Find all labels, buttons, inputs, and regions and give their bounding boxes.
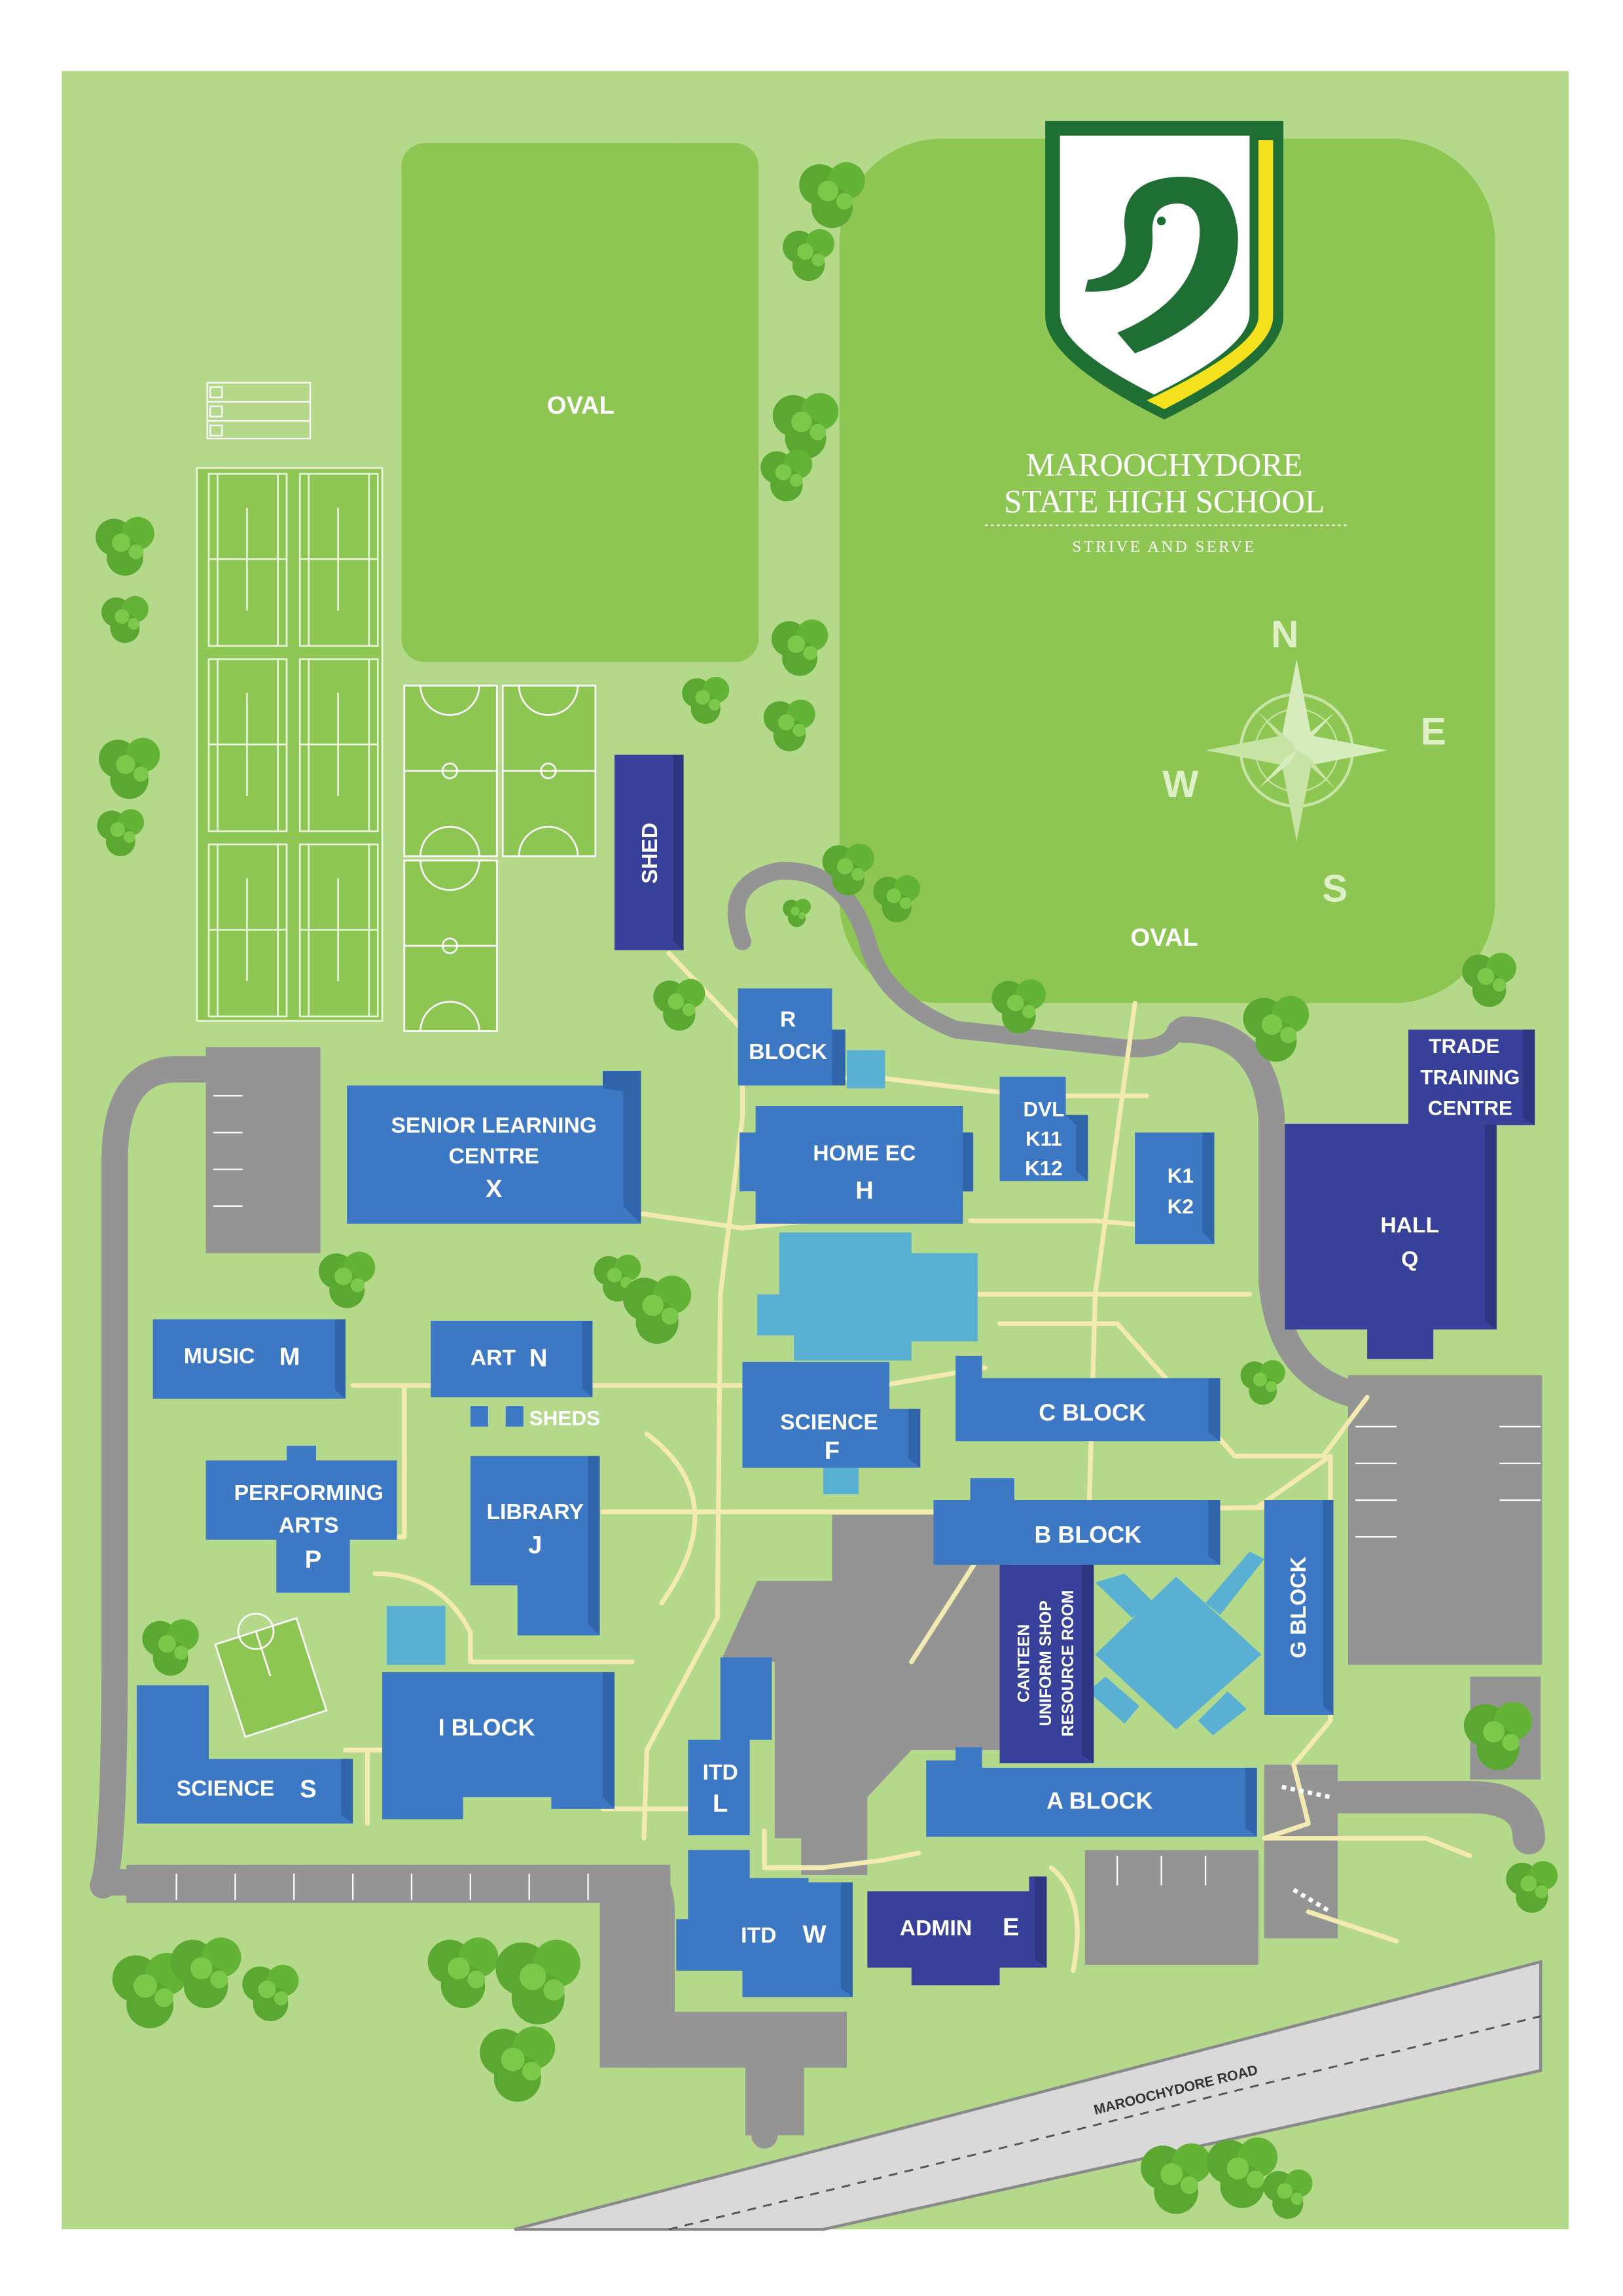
- c-block: [955, 1355, 1221, 1442]
- basketball-court: [214, 1613, 328, 1738]
- north-oval: [401, 143, 759, 662]
- performing-arts-label-3: P: [305, 1545, 321, 1573]
- art: [431, 1320, 593, 1397]
- school-crest: [1045, 120, 1284, 420]
- k1-k2: [1135, 1132, 1215, 1245]
- slc-label-3: X: [486, 1175, 503, 1203]
- art-letter: N: [529, 1344, 548, 1372]
- performing-arts-label-2: ARTS: [279, 1513, 339, 1537]
- g-block: [1264, 1500, 1334, 1715]
- dark-buildings: [614, 755, 1535, 1986]
- itd-w-label: ITD: [741, 1924, 776, 1948]
- compass-rose-icon: [1205, 659, 1388, 842]
- courtyards: [386, 1050, 1264, 1806]
- science-f: [742, 1361, 921, 1468]
- c-block-label: C BLOCK: [1039, 1399, 1146, 1426]
- dvl-label-1: DVL: [1023, 1098, 1064, 1121]
- buildings: [136, 988, 1334, 1998]
- crosswalks: [1281, 1784, 1332, 1914]
- itd-w: [676, 1850, 853, 1998]
- parking-lines: [175, 1095, 1541, 1901]
- home-ec-label-2: H: [855, 1177, 874, 1205]
- shed-label: SHED: [638, 823, 662, 884]
- dvl-k11-k12: [999, 1077, 1088, 1181]
- canteen-label-3: RESOURCE ROOM: [1060, 1590, 1077, 1736]
- school-name-line1: MAROOCHYDORE: [1026, 446, 1303, 482]
- b-block: [933, 1478, 1221, 1565]
- itd-l-label-2: L: [713, 1789, 728, 1818]
- dvl-label-3: K12: [1025, 1157, 1063, 1180]
- long-jump-lanes: [206, 382, 312, 440]
- admin-label: ADMIN: [900, 1916, 972, 1941]
- library-label-2: J: [528, 1531, 542, 1559]
- science-f-label-1: SCIENCE: [780, 1410, 878, 1435]
- science-s-label: SCIENCE: [177, 1777, 275, 1801]
- performing-arts: [205, 1445, 397, 1593]
- home-ec: [739, 1105, 974, 1224]
- a-block-label: A BLOCK: [1046, 1787, 1152, 1814]
- swan-icon: [1084, 177, 1238, 353]
- hall-label-2: Q: [1401, 1247, 1418, 1272]
- a-block: [926, 1747, 1257, 1837]
- shed-building: [614, 755, 684, 950]
- canteen-building: [999, 1564, 1094, 1764]
- itd-w-letter: W: [803, 1920, 827, 1948]
- shed-small-1: [470, 1406, 488, 1427]
- slc-label-2: CENTRE: [449, 1145, 540, 1169]
- compass-n: N: [1271, 613, 1298, 656]
- trade-label-3: CENTRE: [1428, 1096, 1512, 1119]
- building-labels: SHED R BLOCK SENIOR LEARNING CENTRE X HO…: [177, 823, 1520, 1948]
- school-motto: STRIVE AND SERVE: [1073, 538, 1257, 556]
- admin-building: [867, 1876, 1047, 1986]
- home-ec-label-1: HOME EC: [813, 1141, 916, 1166]
- north-oval-label: OVAL: [547, 391, 615, 420]
- parking-areas: [126, 1047, 1543, 2136]
- senior-learning-centre: [347, 1071, 641, 1224]
- i-block: [382, 1672, 615, 1820]
- hall-label-1: HALL: [1380, 1213, 1439, 1238]
- k-label-1: K1: [1168, 1164, 1194, 1187]
- science-s-letter: S: [300, 1775, 316, 1803]
- dvl-label-2: K11: [1026, 1128, 1062, 1151]
- compass-e: E: [1421, 710, 1446, 753]
- building-shading: [335, 1030, 1334, 1998]
- canteen-label-1: CANTEEN: [1015, 1624, 1033, 1702]
- science-s: [136, 1685, 353, 1824]
- compass-w: W: [1162, 763, 1199, 806]
- east-oval-label: OVAL: [1131, 924, 1198, 952]
- trade-label-2: TRAINING: [1420, 1066, 1520, 1088]
- music-letter: M: [279, 1342, 300, 1371]
- r-block-label-2: BLOCK: [749, 1040, 827, 1064]
- netball-courts: [397, 678, 597, 1037]
- dark-building-shading: [673, 755, 1535, 1968]
- slc-label-1: SENIOR LEARNING: [391, 1113, 597, 1138]
- science-f-label-2: F: [825, 1437, 840, 1465]
- canteen-label-2: UNIFORM SHOP: [1037, 1600, 1055, 1726]
- k-label-2: K2: [1168, 1195, 1194, 1218]
- shed-small-2: [505, 1406, 524, 1427]
- r-block-label-1: R: [780, 1008, 796, 1032]
- trade-label-1: TRADE: [1429, 1035, 1499, 1058]
- compass-s: S: [1322, 868, 1347, 910]
- school-name-line2: STATE HIGH SCHOOL: [1004, 483, 1325, 519]
- tennis-courts: [196, 467, 383, 1022]
- library-label-1: LIBRARY: [486, 1500, 583, 1524]
- i-block-label: I BLOCK: [438, 1713, 535, 1740]
- b-block-label: B BLOCK: [1034, 1521, 1141, 1548]
- sheds-label: SHEDS: [529, 1407, 600, 1429]
- itd-l: [688, 1657, 772, 1836]
- r-block: [738, 988, 846, 1086]
- music: [152, 1319, 346, 1399]
- library: [470, 1456, 600, 1636]
- east-oval: [839, 138, 1495, 1003]
- music-label: MUSIC: [184, 1344, 255, 1369]
- g-block-label: G BLOCK: [1287, 1556, 1311, 1659]
- art-label: ART: [471, 1346, 516, 1370]
- performing-arts-label-1: PERFORMING: [234, 1481, 383, 1505]
- itd-l-label-1: ITD: [703, 1761, 738, 1785]
- maroochydore-road: MAROOCHYDORE ROAD: [514, 1960, 1543, 2231]
- admin-letter: E: [1003, 1913, 1019, 1941]
- trade-training-hall: [1285, 1030, 1535, 1359]
